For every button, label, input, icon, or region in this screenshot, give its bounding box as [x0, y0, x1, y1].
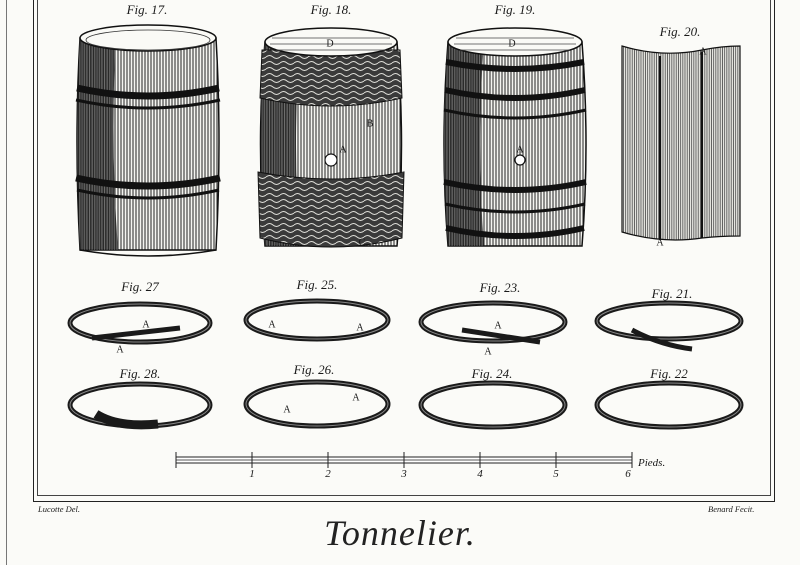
hoop-fig27 — [67, 301, 213, 345]
fig-label-26: Fig. 26. — [293, 362, 335, 377]
letter-a-fig25-right: A — [356, 322, 364, 334]
staves-fig20 — [621, 45, 741, 241]
fig-label-17: Fig. 17. — [126, 2, 168, 17]
fig-label-18: Fig. 18. — [310, 2, 352, 17]
scale-tick-1: 1 — [249, 468, 255, 480]
plate-title: Tonnelier. — [324, 513, 476, 553]
fig-label-23: Fig. 23. — [479, 280, 521, 295]
outer-rule — [6, 0, 7, 565]
hoop-fig26 — [243, 379, 391, 429]
barrel-fig17 — [75, 24, 221, 257]
letter-a-fig27-top: A — [142, 319, 150, 331]
scale-tick-4: 4 — [477, 468, 483, 480]
letter-a-fig25-left: A — [268, 319, 276, 331]
plate-frame — [33, 0, 775, 502]
barrel-fig19 — [443, 27, 587, 247]
hoop-fig28 — [67, 381, 213, 430]
hoop-fig22 — [594, 380, 744, 430]
letter-a-fig20-top: A — [699, 46, 707, 58]
scale-tick-2: 2 — [325, 468, 331, 480]
hoop-fig24 — [418, 380, 568, 430]
fig-label-28: Fig. 28. — [119, 366, 161, 381]
scale-bar — [175, 452, 633, 468]
letter-a-fig27-bottom: A — [116, 344, 124, 356]
fig-label-21: Fig. 21. — [651, 286, 693, 301]
hoop-fig25 — [243, 298, 391, 342]
hoop-fig23 — [418, 300, 568, 345]
letter-a-fig18: A — [339, 144, 347, 156]
credit-draughtsman: Lucotte Del. — [38, 504, 81, 514]
fig-label-25: Fig. 25. — [296, 277, 338, 292]
scale-tick-6: 6 — [625, 468, 631, 480]
letter-d-fig18: D — [326, 38, 334, 50]
plate-frame-inner — [37, 0, 771, 496]
scale-tick-3: 3 — [401, 468, 407, 480]
fig-label-19: Fig. 19. — [494, 2, 536, 17]
fig-label-24: Fig. 24. — [471, 366, 513, 381]
letter-a-fig23-top: A — [494, 320, 502, 332]
hoop-fig21 — [594, 300, 744, 352]
letter-a-fig26-right: A — [352, 392, 360, 404]
barrel-fig18 — [257, 27, 405, 248]
letter-c-fig18: C — [358, 237, 366, 249]
letter-b-fig18: B — [366, 118, 374, 130]
letter-d-fig19: D — [508, 38, 516, 50]
scale-unit-label: Pieds. — [638, 457, 666, 469]
fig-label-22: Fig. 22 — [650, 366, 688, 381]
credit-engraver: Benard Fecit. — [708, 504, 755, 514]
scale-tick-5: 5 — [553, 468, 559, 480]
letter-a-fig20-bottom: A — [656, 237, 664, 249]
fig-label-27: Fig. 27 — [121, 279, 159, 294]
letter-a-fig23-bottom: A — [484, 346, 492, 358]
letter-a-fig26-left: A — [283, 404, 291, 416]
fig-label-20: Fig. 20. — [659, 24, 701, 39]
letter-a-fig19: A — [516, 144, 524, 156]
